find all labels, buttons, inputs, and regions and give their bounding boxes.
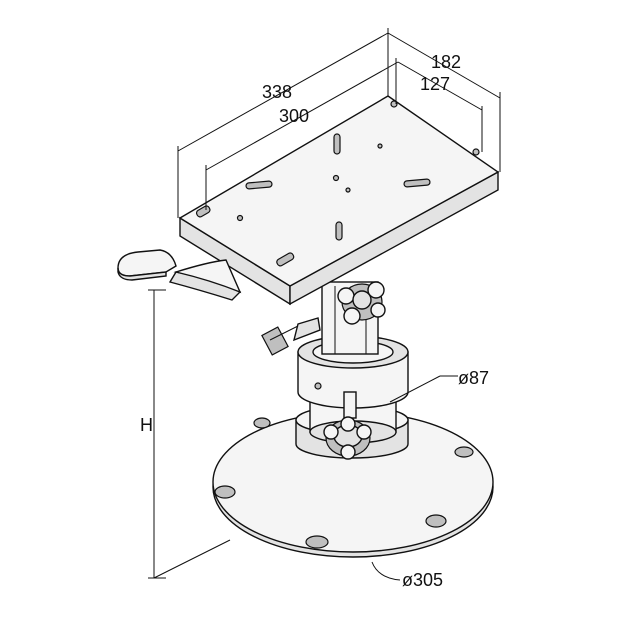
plate-slots (195, 133, 431, 267)
dim-column-diameter-label: ø87 (458, 368, 489, 388)
dim-300-label: 300 (279, 106, 309, 126)
swivel-foot-pedal (117, 249, 242, 301)
base-plate (212, 411, 494, 558)
dim-182-label: 182 (431, 52, 461, 72)
height-adjust-lever (261, 317, 321, 356)
upper-locking-knob (337, 281, 386, 325)
dimension-lines (148, 28, 501, 581)
dim-height-label: H (140, 415, 153, 435)
plate-holes (236, 100, 480, 222)
dim-127-label: 127 (420, 74, 450, 94)
base-mounting-holes (214, 417, 474, 549)
lower-locking-knob (323, 391, 372, 460)
dim-base-diameter-label: ø305 (402, 570, 443, 590)
seat-mount-plate (178, 95, 500, 306)
dim-338-label: 338 (262, 82, 292, 102)
